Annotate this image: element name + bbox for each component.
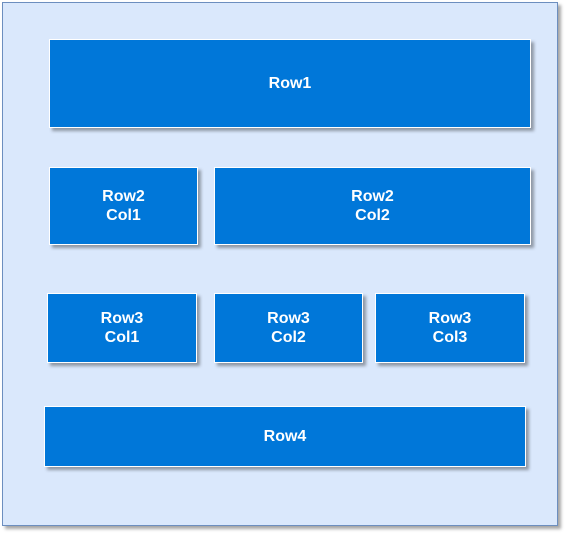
cell-row1-label: Row1 xyxy=(268,75,312,92)
cell-row4-label: Row4 xyxy=(263,428,307,445)
cell-row3-col3-label: Row3 Col3 xyxy=(428,310,472,346)
cell-row2-col2-label: Row2 Col2 xyxy=(351,188,394,224)
cell-row2-col1: Row2 Col1 xyxy=(49,167,198,245)
cell-row3-col1: Row3 Col1 xyxy=(47,293,197,363)
cell-row2-col1-label: Row2 Col1 xyxy=(102,188,145,224)
cell-row3-col1-label: Row3 Col1 xyxy=(100,310,144,346)
cell-row3-col3: Row3 Col3 xyxy=(375,293,525,363)
cell-row2-col2: Row2 Col2 xyxy=(214,167,531,245)
layout-container: Row1 Row2 Col1 Row2 Col2 Row3 Col1 Row3 … xyxy=(2,2,558,526)
cell-row1: Row1 xyxy=(49,39,531,128)
cell-row3-col2: Row3 Col2 xyxy=(214,293,363,363)
cell-row4: Row4 xyxy=(44,406,526,467)
cell-row3-col2-label: Row3 Col2 xyxy=(267,310,310,346)
